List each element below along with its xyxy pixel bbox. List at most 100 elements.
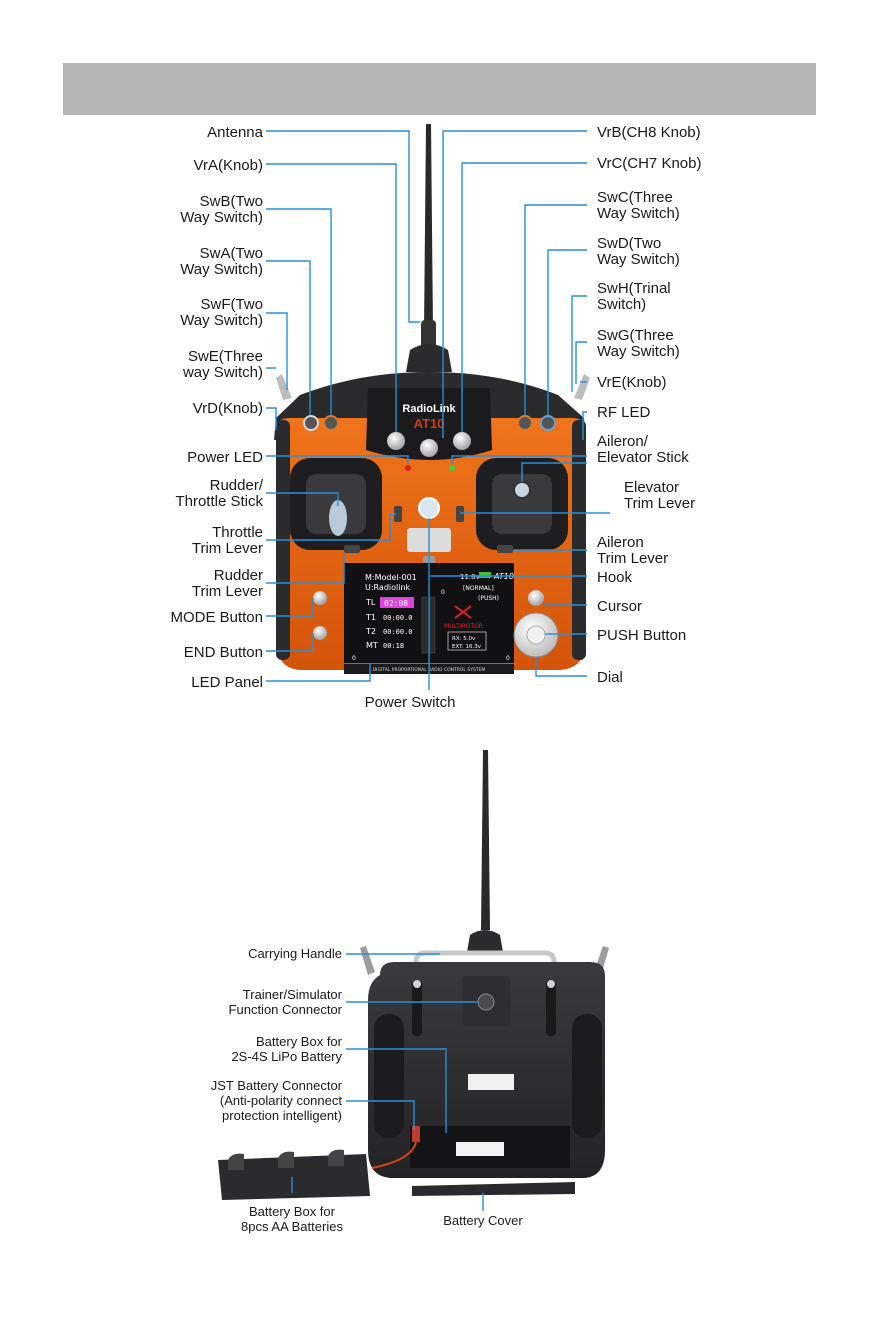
label-trainer-2: Function Connector — [229, 1002, 343, 1017]
swb-switch[interactable] — [323, 415, 339, 431]
vrb-knob[interactable] — [420, 439, 438, 457]
screen-zero-left: 0 — [352, 655, 356, 662]
label-swd-2: Way Switch) — [597, 251, 680, 268]
screen-push: (PUSH) — [478, 595, 499, 602]
front-leader-lines — [266, 130, 610, 690]
label-swg-2: Way Switch) — [597, 343, 680, 360]
label-power-switch: Power Switch — [365, 694, 456, 711]
label-throttle-trim-2: Trim Lever — [192, 540, 263, 557]
rudder-trim-lever[interactable] — [344, 545, 360, 553]
vrc-knob[interactable] — [453, 432, 471, 450]
back-leader-lines — [291, 953, 484, 1211]
back-antenna — [481, 750, 490, 930]
label-lipo-2: 2S-4S LiPo Battery — [231, 1049, 342, 1064]
label-jst-2: (Anti-polarity connect — [220, 1093, 342, 1108]
power-led — [405, 465, 411, 471]
jst-connector[interactable] — [412, 1126, 420, 1142]
label-end-button: END Button — [184, 644, 263, 661]
label-rudder-trim-2: Trim Lever — [192, 583, 263, 600]
model-name: AT10 — [414, 416, 445, 431]
screen-t1-value: 00:00.0 — [383, 614, 413, 622]
label-swa-2: Way Switch) — [180, 261, 263, 278]
screen-zero-right: 0 — [506, 655, 510, 662]
label-swb-2: Way Switch) — [180, 209, 263, 226]
label-swd-1: SwD(Two — [597, 235, 661, 252]
back-controller — [218, 750, 609, 1200]
label-rudder-2: Throttle Stick — [175, 493, 263, 510]
push-button[interactable] — [526, 625, 546, 645]
rf-led — [449, 465, 455, 471]
end-button[interactable] — [313, 626, 327, 640]
label-swc-1: SwC(Three — [597, 189, 673, 206]
screen-mt-value: 00:18 — [383, 642, 404, 650]
power-switch[interactable] — [418, 497, 440, 519]
label-aileron-stick-1: Aileron/ — [597, 433, 649, 450]
mode-button[interactable] — [313, 591, 327, 605]
label-swa-1: SwA(Two — [200, 245, 263, 262]
screen-voltage: 11.8v — [460, 573, 480, 581]
label-swb-1: SwB(Two — [200, 193, 263, 210]
label-hook: Hook — [597, 569, 633, 586]
cursor-button[interactable] — [528, 590, 544, 606]
battery-cover — [412, 1182, 575, 1196]
label-vre: VrE(Knob) — [597, 374, 666, 391]
label-jst-1: JST Battery Connector — [211, 1078, 343, 1093]
battery-indicator — [479, 572, 491, 578]
vra-knob[interactable] — [387, 432, 405, 450]
label-rf-led: RF LED — [597, 404, 651, 421]
label-carrying-handle: Carrying Handle — [248, 946, 342, 961]
throttle-trim-lever[interactable] — [394, 506, 402, 522]
screen-zero-mid: 0 — [441, 589, 445, 596]
label-swf-1: SwF(Two — [200, 296, 263, 313]
label-power-led: Power LED — [187, 449, 263, 466]
screen-t2-value: 00:00.0 — [383, 628, 413, 636]
elevator-trim-lever[interactable] — [456, 506, 464, 522]
swc-switch[interactable] — [517, 415, 533, 431]
screen-t1-label: T1 — [365, 613, 376, 622]
label-mode-button: MODE Button — [170, 609, 263, 626]
label-vrc: VrC(CH7 Knob) — [597, 155, 701, 172]
aileron-elevator-stick[interactable] — [513, 481, 531, 499]
front-labels-right: VrB(CH8 Knob) VrC(CH7 Knob) SwC(Three Wa… — [597, 124, 701, 686]
trainer-connector[interactable] — [477, 993, 495, 1011]
label-swf-2: Way Switch) — [180, 312, 263, 329]
screen-mt-label: MT — [366, 641, 378, 650]
label-rudder-1: Rudder/ — [210, 477, 264, 494]
label-led-panel: LED Panel — [191, 674, 263, 691]
brand-name: RadioLink — [402, 403, 456, 415]
carrying-handle — [413, 950, 557, 992]
label-cursor: Cursor — [597, 598, 642, 615]
front-labels-left: Antenna VrA(Knob) SwB(Two Way Switch) Sw… — [170, 124, 455, 711]
label-lipo-1: Battery Box for — [256, 1034, 343, 1049]
label-dial: Dial — [597, 669, 623, 686]
label-elevator-trim-1: Elevator — [624, 479, 679, 496]
right-stick-gimbal — [476, 458, 568, 550]
screen-ext: EXT: 16.3v — [452, 644, 482, 650]
label-vrd: VrD(Knob) — [193, 400, 263, 417]
label-aileron-trim-2: Trim Lever — [597, 550, 668, 567]
back-labels: Carrying Handle Trainer/Simulator Functi… — [211, 946, 524, 1234]
label-elevator-trim-2: Trim Lever — [624, 495, 695, 512]
label-rudder-trim-1: Rudder — [214, 567, 263, 584]
label-aileron-stick-2: Elevator Stick — [597, 449, 689, 466]
antenna — [406, 124, 452, 372]
screen-multirotor: MULTIROTOR — [444, 623, 483, 630]
label-trainer-1: Trainer/Simulator — [243, 987, 343, 1002]
label-swe-1: SwE(Three — [188, 348, 263, 365]
label-push-button: PUSH Button — [597, 627, 686, 644]
aileron-trim-lever[interactable] — [497, 545, 513, 553]
label-swc-2: Way Switch) — [597, 205, 680, 222]
swd-switch[interactable] — [540, 415, 556, 431]
label-antenna: Antenna — [207, 124, 264, 141]
label-throttle-trim-1: Throttle — [212, 524, 263, 541]
label-aa-2: 8pcs AA Batteries — [241, 1219, 343, 1234]
screen-rx: RX: 5.0v — [452, 636, 476, 642]
label-jst-3: protection intelligent) — [222, 1108, 342, 1123]
label-swg-1: SwG(Three — [597, 327, 674, 344]
label-aileron-trim-1: Aileron — [597, 534, 644, 551]
rudder-throttle-stick[interactable] — [329, 500, 347, 536]
label-swh-2: Switch) — [597, 296, 646, 313]
screen-mode: [NORMAL] — [463, 585, 494, 592]
swa-switch[interactable] — [303, 415, 319, 431]
